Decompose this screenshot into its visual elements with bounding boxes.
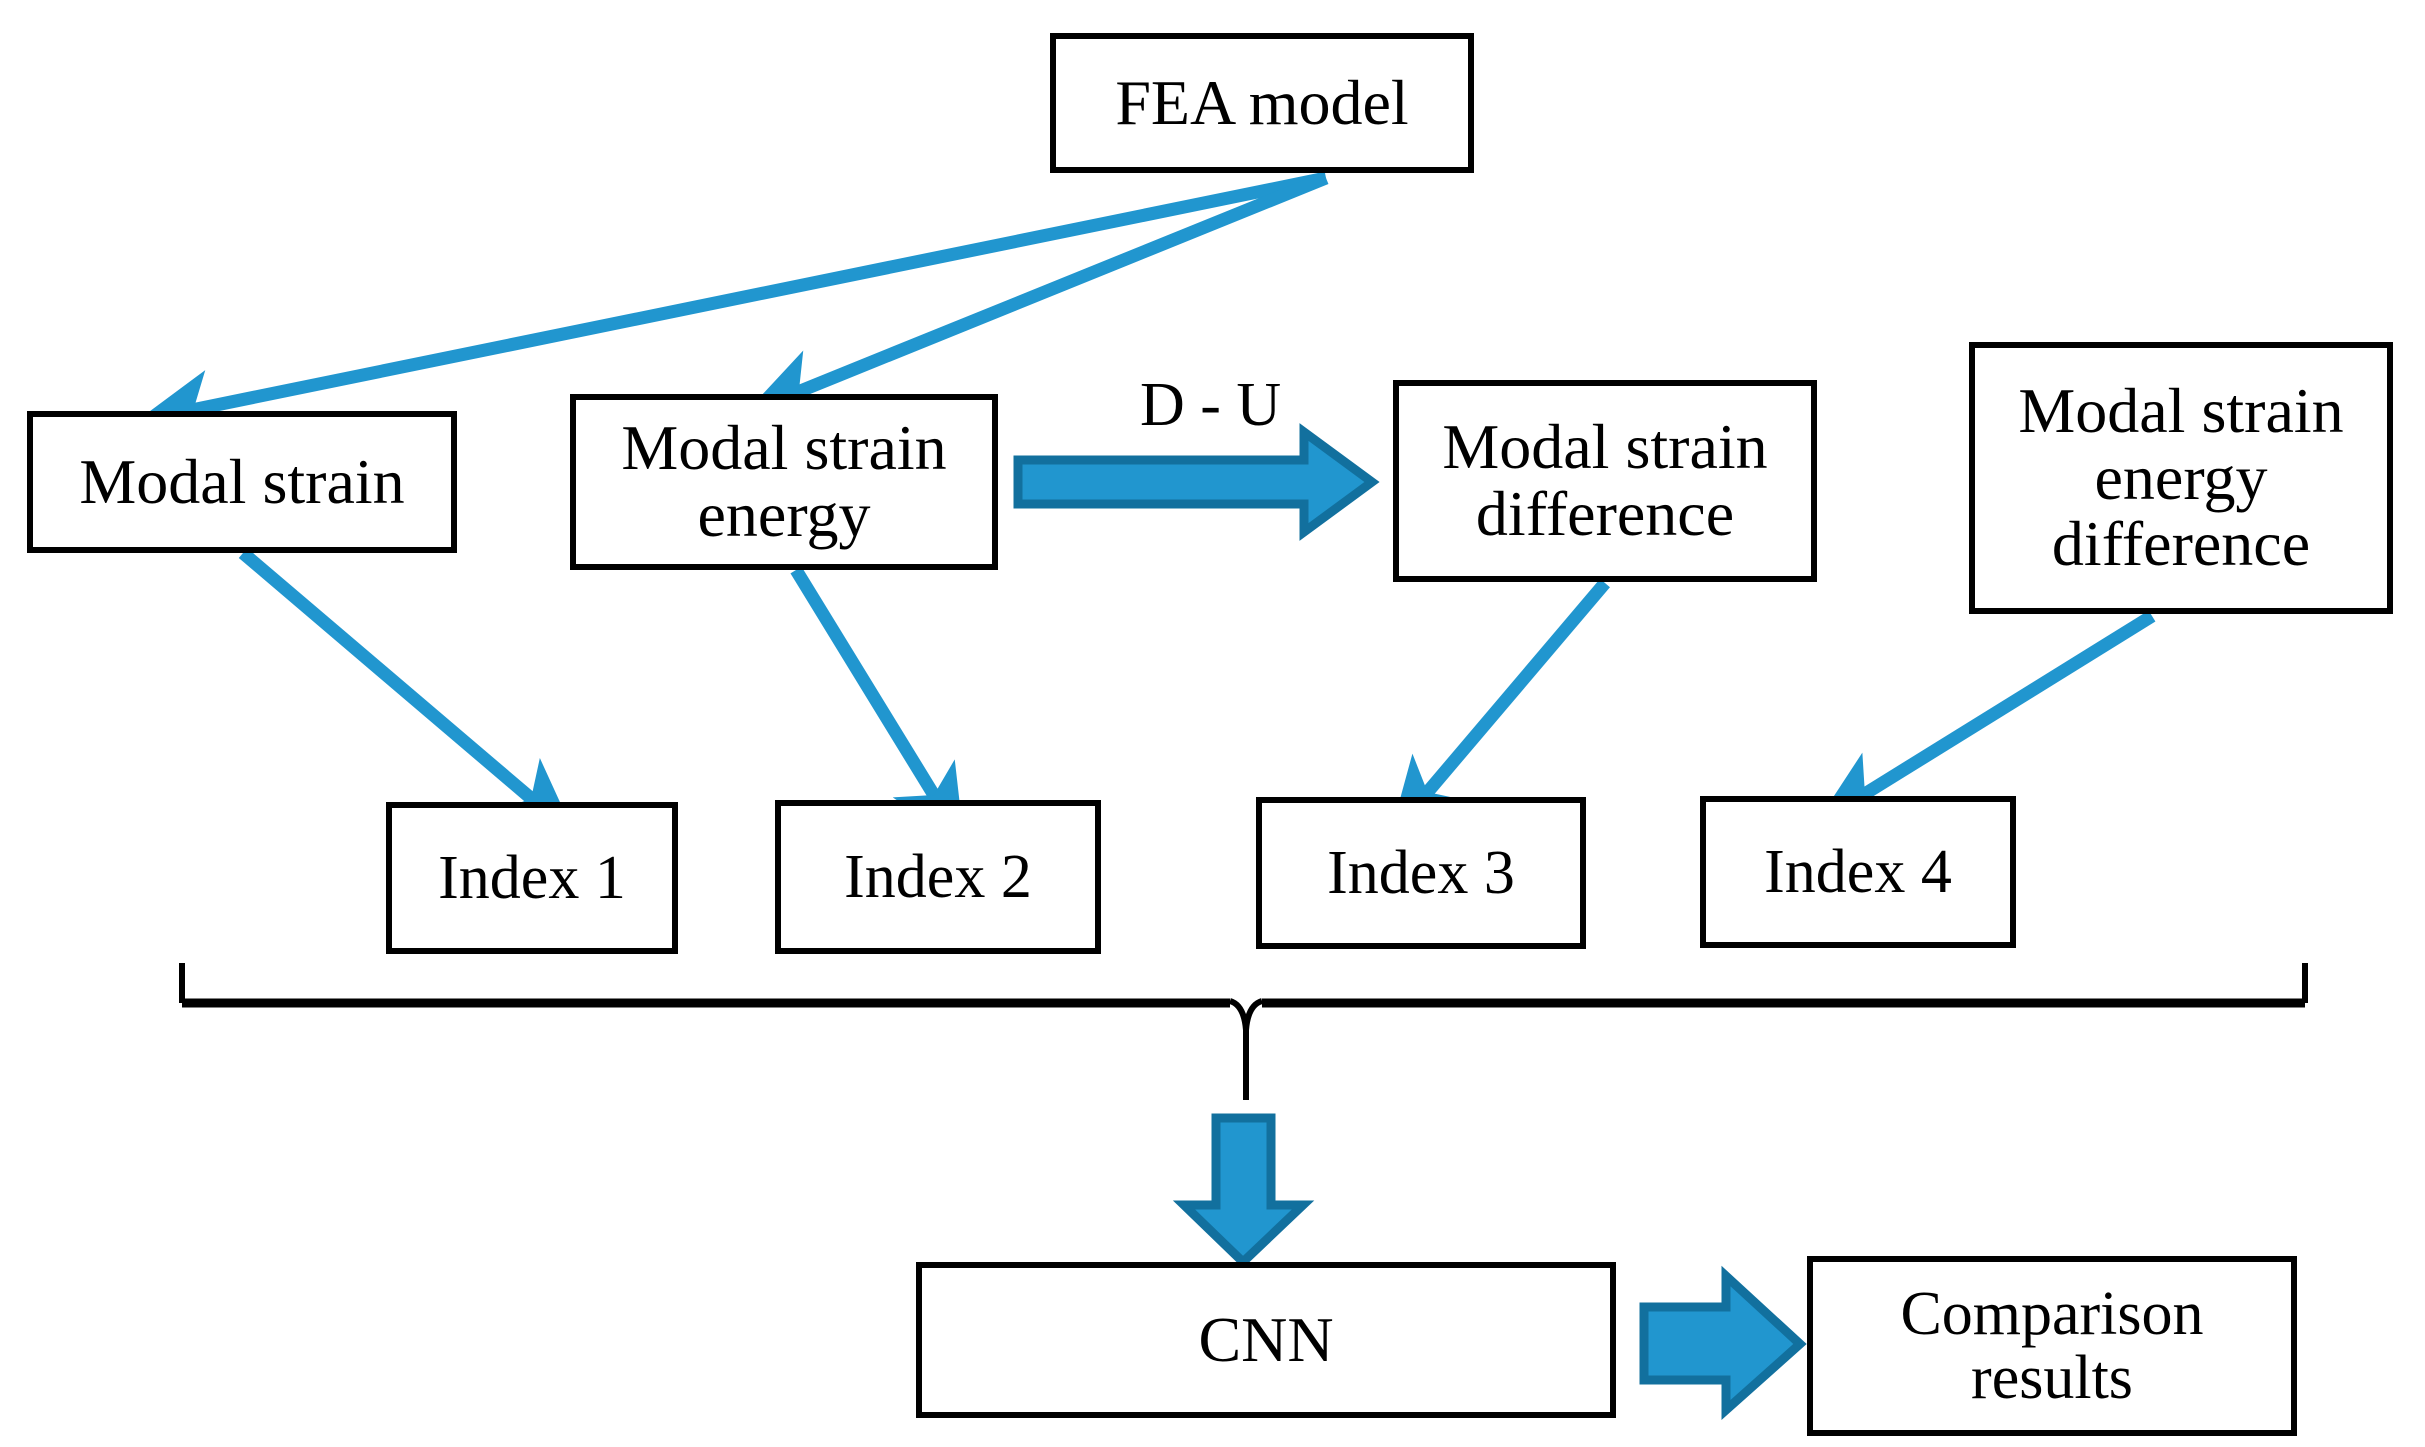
node-fea-model-label: FEA model [1115, 66, 1409, 138]
node-cnn-label: CNN [1198, 1303, 1334, 1375]
node-cnn[interactable]: CNN [916, 1262, 1616, 1418]
block-arrow-to-cnn [1172, 1113, 1315, 1269]
arrow-modal-strain-energy-to-index2 [790, 566, 965, 845]
node-index-3-label: Index 3 [1327, 838, 1515, 907]
arrow-modal-strain-to-index1 [238, 548, 576, 837]
arrow-modal-strain-difference-to-index3 [1389, 578, 1610, 837]
arrow-fea-to-modal-strain-energy [744, 171, 1329, 419]
node-index-3[interactable]: Index 3 [1256, 797, 1586, 949]
node-fea-model[interactable]: FEA model [1050, 33, 1474, 173]
brace-end-ticks [179, 963, 2308, 1100]
block-arrow-cnn-to-comparison [1639, 1265, 1807, 1421]
node-index-1-label: Index 1 [438, 843, 626, 912]
node-index-2-label: Index 2 [844, 842, 1032, 911]
node-modal-strain[interactable]: Modal strain [27, 411, 457, 553]
node-index-1[interactable]: Index 1 [386, 802, 678, 954]
node-index-4-label: Index 4 [1764, 837, 1952, 906]
node-index-4[interactable]: Index 4 [1700, 796, 2016, 948]
node-index-2[interactable]: Index 2 [775, 800, 1101, 954]
arrow-modal-strain-energy-difference-to-index4 [1815, 610, 2156, 825]
node-modal-strain-label: Modal strain [79, 445, 405, 517]
block-arrow-d-minus-u [1013, 423, 1380, 541]
edge-label-d-minus-u: D - U [1140, 371, 1282, 439]
